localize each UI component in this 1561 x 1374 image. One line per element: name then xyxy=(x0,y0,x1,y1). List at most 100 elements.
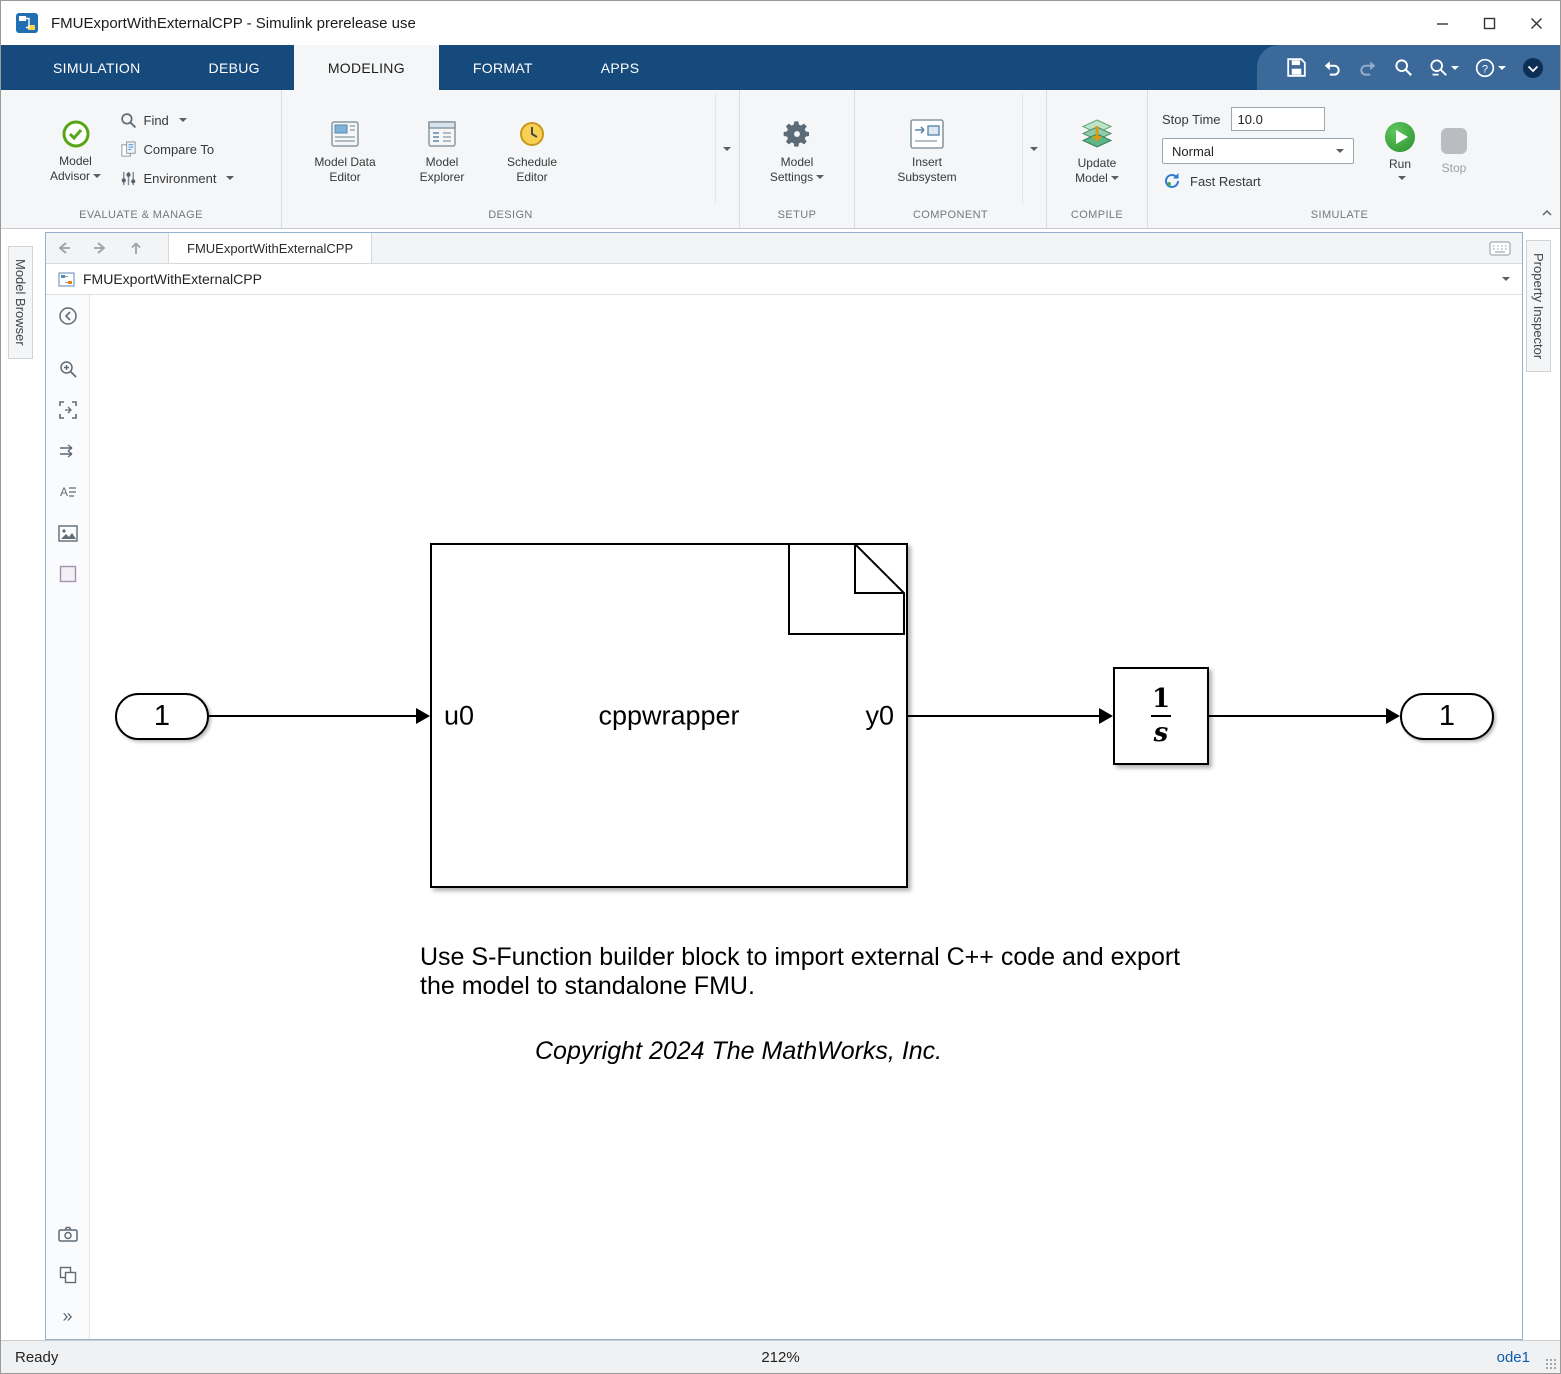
model-explorer-button[interactable]: Model Explorer xyxy=(404,112,480,186)
description-line2: the model to standalone FMU. xyxy=(420,972,755,1001)
more-tools-icon[interactable]: » xyxy=(62,1305,73,1326)
maximize-button[interactable] xyxy=(1466,1,1513,45)
stop-icon xyxy=(1441,128,1467,155)
fast-restart-button[interactable]: Fast Restart xyxy=(1162,171,1354,191)
find-button[interactable]: Find xyxy=(112,107,243,133)
environment-label: Environment xyxy=(143,170,217,186)
model-browser-tab[interactable]: Model Browser xyxy=(8,246,33,359)
property-inspector-tab[interactable]: Property Inspector xyxy=(1526,240,1551,373)
model-canvas[interactable]: 1 u0 cppwrapper y0 xyxy=(90,295,1522,1339)
image-icon[interactable] xyxy=(53,518,83,548)
outport-block[interactable]: 1 xyxy=(1400,693,1494,740)
up-to-parent-button[interactable] xyxy=(118,233,154,263)
inport-block[interactable]: 1 xyxy=(115,693,209,740)
breadcrumb-dropdown-icon[interactable] xyxy=(1502,277,1510,281)
section-label: SETUP xyxy=(777,209,817,221)
copyright-annotation[interactable]: Copyright 2024 The MathWorks, Inc. xyxy=(535,1037,943,1065)
fit-to-view-icon[interactable] xyxy=(53,395,83,425)
annotation-icon[interactable]: A xyxy=(53,477,83,507)
breadcrumb-model-name[interactable]: FMUExportWithExternalCPP xyxy=(83,271,262,287)
document-tab[interactable]: FMUExportWithExternalCPP xyxy=(168,233,373,263)
dropdown-caret-icon xyxy=(226,176,235,180)
model-advisor-button[interactable]: Model Advisor xyxy=(40,113,112,185)
svg-text:?: ? xyxy=(1482,63,1488,75)
tab-debug[interactable]: DEBUG xyxy=(208,59,260,76)
resize-grip[interactable] xyxy=(1545,1358,1557,1370)
model-settings-button[interactable]: Model Settings xyxy=(761,112,833,186)
hide-explorer-bar-icon[interactable] xyxy=(53,301,83,331)
section-label: DESIGN xyxy=(488,209,533,221)
section-component: Insert Subsystem COMPONENT xyxy=(855,90,1047,228)
save-icon[interactable] xyxy=(1287,58,1306,77)
integrator-numerator: 1 xyxy=(1151,684,1171,714)
document-tab-bar: FMUExportWithExternalCPP xyxy=(46,233,1522,264)
model-settings-label: Model Settings xyxy=(769,155,814,184)
signal-routing-icon[interactable] xyxy=(53,436,83,466)
integrator-denominator: s xyxy=(1153,718,1169,748)
schedule-editor-button[interactable]: Schedule Editor xyxy=(494,112,570,186)
chevron-up-icon xyxy=(1542,209,1552,216)
section-label: EVALUATE & MANAGE xyxy=(79,209,203,221)
left-gutter: Model Browser xyxy=(1,232,45,1340)
screenshot-icon[interactable] xyxy=(53,1219,83,1249)
dropdown-caret-icon xyxy=(816,175,825,180)
model-data-editor-button[interactable]: Model Data Editor xyxy=(300,112,390,186)
find-icon xyxy=(120,112,136,128)
tab-apps[interactable]: APPS xyxy=(600,59,640,76)
zoom-level: 212% xyxy=(761,1348,800,1366)
tab-simulation[interactable]: SIMULATION xyxy=(53,59,141,76)
close-button[interactable] xyxy=(1513,1,1560,45)
back-button[interactable] xyxy=(46,233,82,263)
solver-name[interactable]: ode1 xyxy=(1496,1348,1530,1366)
search-icon[interactable] xyxy=(1394,58,1413,77)
section-evaluate-manage: Model Advisor Find Compare To Environme xyxy=(1,90,282,228)
run-button[interactable]: Run xyxy=(1378,116,1422,182)
keyboard-shortcuts-icon[interactable] xyxy=(1478,233,1522,263)
signal-wire[interactable] xyxy=(908,715,1099,717)
block-input-port-label: u0 xyxy=(444,700,475,730)
environment-button[interactable]: Environment xyxy=(112,165,243,191)
design-gallery-expand-button[interactable] xyxy=(715,94,735,204)
quick-actions-icon[interactable] xyxy=(1429,58,1459,77)
tab-modeling[interactable]: MODELING xyxy=(293,45,439,90)
stop-button[interactable]: Stop xyxy=(1432,120,1476,177)
signal-wire[interactable] xyxy=(208,715,416,717)
description-annotation[interactable]: Use S-Function builder block to import e… xyxy=(420,943,1180,1002)
viewmarks-icon[interactable] xyxy=(53,1260,83,1290)
undo-icon[interactable] xyxy=(1322,59,1342,77)
stop-time-label: Stop Time xyxy=(1162,111,1221,127)
find-label: Find xyxy=(143,112,169,128)
integrator-block[interactable]: 1 s xyxy=(1113,667,1209,765)
zoom-in-icon[interactable] xyxy=(53,354,83,384)
minimize-button[interactable] xyxy=(1419,1,1466,45)
wire-arrowhead-icon xyxy=(416,708,430,724)
tab-format[interactable]: FORMAT xyxy=(472,59,533,76)
collapse-ribbon-button[interactable] xyxy=(1540,206,1554,224)
dropdown-caret-icon xyxy=(723,147,731,151)
model-explorer-label: Model Explorer xyxy=(419,155,465,184)
editor-palette: A » xyxy=(46,295,90,1339)
update-model-label: Update Model xyxy=(1075,156,1117,185)
sfunction-builder-block[interactable]: u0 cppwrapper y0 xyxy=(430,543,908,888)
simulation-mode-select[interactable]: Normal xyxy=(1162,138,1354,164)
insert-subsystem-icon xyxy=(910,119,944,149)
model-advisor-label: Model Advisor xyxy=(49,154,92,183)
compare-icon xyxy=(120,140,136,157)
signin-badge-icon[interactable] xyxy=(1522,57,1544,79)
section-label: SIMULATE xyxy=(1310,209,1369,221)
forward-button[interactable] xyxy=(82,233,118,263)
area-box-icon[interactable] xyxy=(53,559,83,589)
model-editor: FMUExportWithExternalCPP FMUExportWithEx… xyxy=(45,232,1523,1340)
signal-wire[interactable] xyxy=(1209,715,1386,717)
component-gallery-expand-button[interactable] xyxy=(1022,94,1042,204)
update-model-button[interactable]: Update Model xyxy=(1064,111,1130,187)
quick-access-toolbar: ? xyxy=(1257,45,1560,90)
block-name: cppwrapper xyxy=(598,700,740,730)
window-title: FMUExportWithExternalCPP - Simulink prer… xyxy=(51,14,416,32)
stop-time-input[interactable] xyxy=(1230,107,1325,131)
compare-to-button[interactable]: Compare To xyxy=(112,136,243,162)
insert-subsystem-button[interactable]: Insert Subsystem xyxy=(885,112,969,186)
help-icon[interactable]: ? xyxy=(1475,58,1506,78)
section-setup: Model Settings SETUP xyxy=(740,90,855,228)
redo-icon[interactable] xyxy=(1358,59,1378,77)
